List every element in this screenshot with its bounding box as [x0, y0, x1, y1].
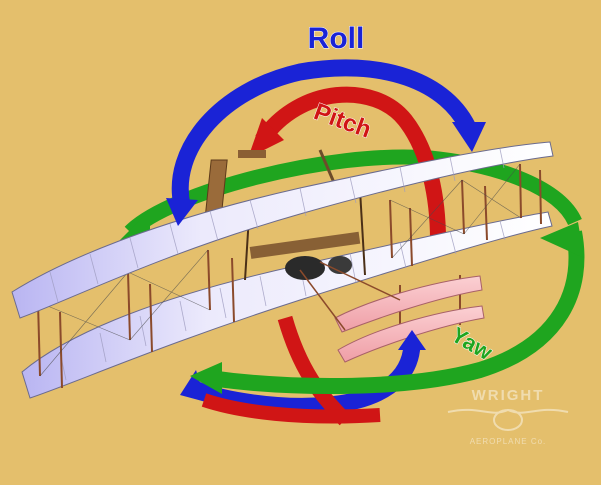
upper-wing — [11, 141, 554, 319]
wing-struts — [37, 163, 542, 389]
roll-arrow — [166, 59, 486, 226]
watermark-subtitle: AEROPLANE Co. — [470, 437, 547, 446]
yaw-arrow-front — [190, 222, 585, 395]
roll-label: Roll — [308, 22, 365, 55]
bracing-wires — [37, 163, 522, 377]
wright-watermark: WRIGHT AEROPLANE Co. — [447, 387, 569, 446]
watermark-title: WRIGHT — [472, 387, 545, 404]
engine-and-pilot — [204, 149, 366, 281]
lower-wing — [21, 211, 553, 399]
wright-flyer — [11, 141, 554, 399]
upper-wing-ribs — [49, 148, 505, 303]
pitch-label: Pitch — [310, 98, 374, 143]
